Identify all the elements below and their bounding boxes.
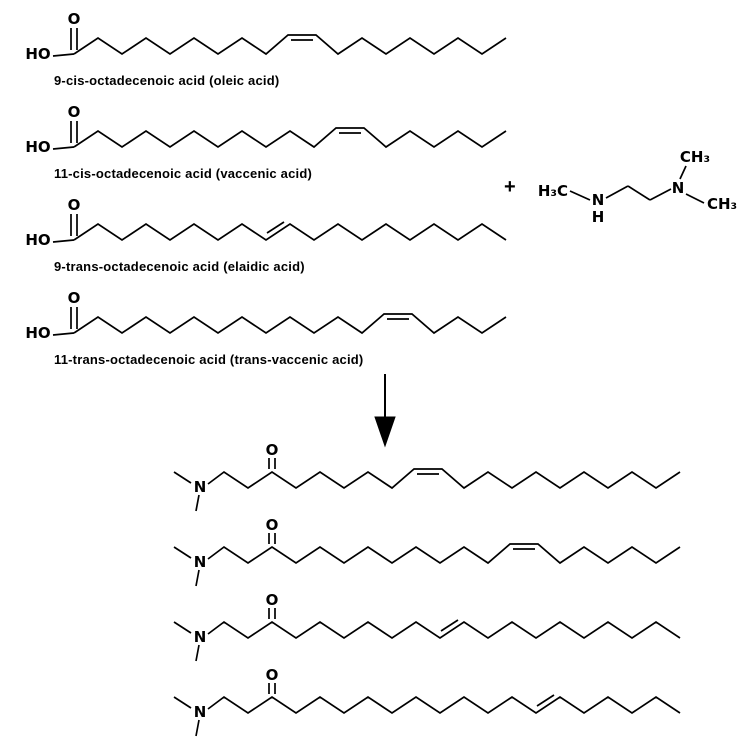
product-structure: N O — [173, 517, 681, 587]
reactant-oleic-acid: HO O 9-cis-octadecenoic acid (oleic acid… — [12, 10, 522, 88]
h3c-nitrogen-bond — [569, 190, 591, 201]
down-arrow-icon — [374, 374, 396, 448]
n-methyl-lower-bond — [195, 719, 200, 737]
carbon-chain — [207, 620, 681, 640]
hydroxyl-label: HO — [25, 45, 50, 63]
structure-caption: 9-cis-octadecenoic acid (oleic acid) — [54, 73, 280, 88]
carbonyl-oxygen-label: O — [68, 10, 81, 28]
carbonyl-double-bond — [268, 683, 276, 694]
n-methyl-upper-bond — [173, 546, 192, 559]
product-amide-vaccenic: N O — [158, 517, 718, 597]
structure-caption: 11-trans-octadecenoic acid (trans-vaccen… — [54, 352, 364, 367]
carbon-chain — [207, 468, 681, 490]
hydroxyl-label: HO — [25, 231, 50, 249]
carbon-chain — [73, 127, 507, 149]
n-methyl-lower-bond — [195, 569, 200, 587]
carbon-carbon-bond — [627, 185, 651, 201]
carbonyl-oxygen-label: O — [68, 103, 81, 121]
trans-double-bond-line — [440, 619, 459, 632]
product-amide-elaidic: N O — [158, 592, 718, 672]
methyl-ch3-right-label: CH₃ — [707, 195, 737, 213]
amine-hydrogen-label: H — [592, 208, 605, 226]
amine-reagent: H₃C N H N CH₃ CH₃ — [520, 130, 750, 230]
n-methyl-lower-bond — [195, 494, 200, 512]
carbon-nitrogen-bond — [649, 188, 672, 201]
nitrogen-methyl-right-bond — [685, 193, 705, 204]
carbonyl-double-bond — [268, 533, 276, 544]
n-methyl-upper-bond — [173, 696, 192, 709]
n-methyl-upper-bond — [173, 471, 192, 484]
carbonyl-double-bond — [70, 214, 78, 236]
reactant-elaidic-acid: HO O 9-trans-octadecenoic acid (elaidic … — [12, 196, 522, 274]
carbon-chain — [73, 222, 507, 242]
ho-carbon-bond — [52, 146, 75, 150]
product-structure: N O — [173, 667, 681, 737]
product-amide-oleic: N O — [158, 442, 718, 522]
carbon-chain — [207, 695, 681, 715]
reaction-arrow — [362, 372, 408, 450]
product-structure: N O — [173, 442, 681, 512]
nitrogen-methyl-top-bond — [679, 165, 687, 180]
carbonyl-double-bond — [70, 307, 78, 329]
product-amide-trans-vaccenic: N O — [158, 667, 718, 747]
vaccenic-acid-structure: HO O — [25, 103, 507, 156]
hydroxyl-label: HO — [25, 138, 50, 156]
structure-caption: 11-cis-octadecenoic acid (vaccenic acid) — [54, 166, 313, 181]
amine-nitrogen-label: N — [194, 478, 207, 496]
carbon-chain — [73, 313, 507, 335]
methyl-h3c-label: H₃C — [538, 182, 568, 200]
trans-double-bond-line — [266, 221, 285, 234]
carbonyl-double-bond — [268, 458, 276, 469]
product-structure: N O — [173, 592, 681, 662]
tertiary-amine-nitrogen-label: N — [672, 179, 685, 197]
nitrogen-carbon-bond — [605, 185, 629, 199]
structure-caption: 9-trans-octadecenoic acid (elaidic acid) — [54, 259, 305, 274]
ho-carbon-bond — [52, 239, 75, 243]
carbonyl-oxygen-label: O — [68, 289, 81, 307]
carbonyl-double-bond — [70, 121, 78, 143]
elaidic-acid-structure: HO O — [25, 196, 507, 249]
secondary-amine-nitrogen-label: N — [592, 191, 605, 209]
carbonyl-double-bond — [268, 608, 276, 619]
carbonyl-oxygen-label: O — [266, 592, 279, 609]
trans-vaccenic-acid-structure: HO O — [25, 289, 507, 342]
carbon-chain — [73, 34, 507, 56]
trans-double-bond-line — [536, 694, 555, 707]
n-methyl-lower-bond — [195, 644, 200, 662]
methyl-ch3-top-label: CH₃ — [680, 148, 710, 166]
hydroxyl-label: HO — [25, 324, 50, 342]
amine-nitrogen-label: N — [194, 703, 207, 721]
ho-carbon-bond — [52, 332, 75, 336]
oleic-acid-structure: HO O — [25, 10, 507, 63]
plus-sign: + — [504, 176, 516, 198]
reactant-trans-vaccenic-acid: HO O 11-trans-octadecenoic acid (trans-v… — [12, 289, 522, 367]
amine-nitrogen-label: N — [194, 553, 207, 571]
carbonyl-oxygen-label: O — [266, 667, 279, 684]
amine-structure: H₃C N H N CH₃ CH₃ — [538, 148, 737, 226]
n-methyl-upper-bond — [173, 621, 192, 634]
amine-nitrogen-label: N — [194, 628, 207, 646]
carbonyl-oxygen-label: O — [266, 442, 279, 459]
carbonyl-double-bond — [70, 28, 78, 50]
ho-carbon-bond — [52, 53, 75, 57]
reactant-vaccenic-acid: HO O 11-cis-octadecenoic acid (vaccenic … — [12, 103, 522, 181]
carbonyl-oxygen-label: O — [68, 196, 81, 214]
carbon-chain — [207, 543, 681, 565]
arrow-head — [374, 416, 396, 448]
carbonyl-oxygen-label: O — [266, 517, 279, 534]
